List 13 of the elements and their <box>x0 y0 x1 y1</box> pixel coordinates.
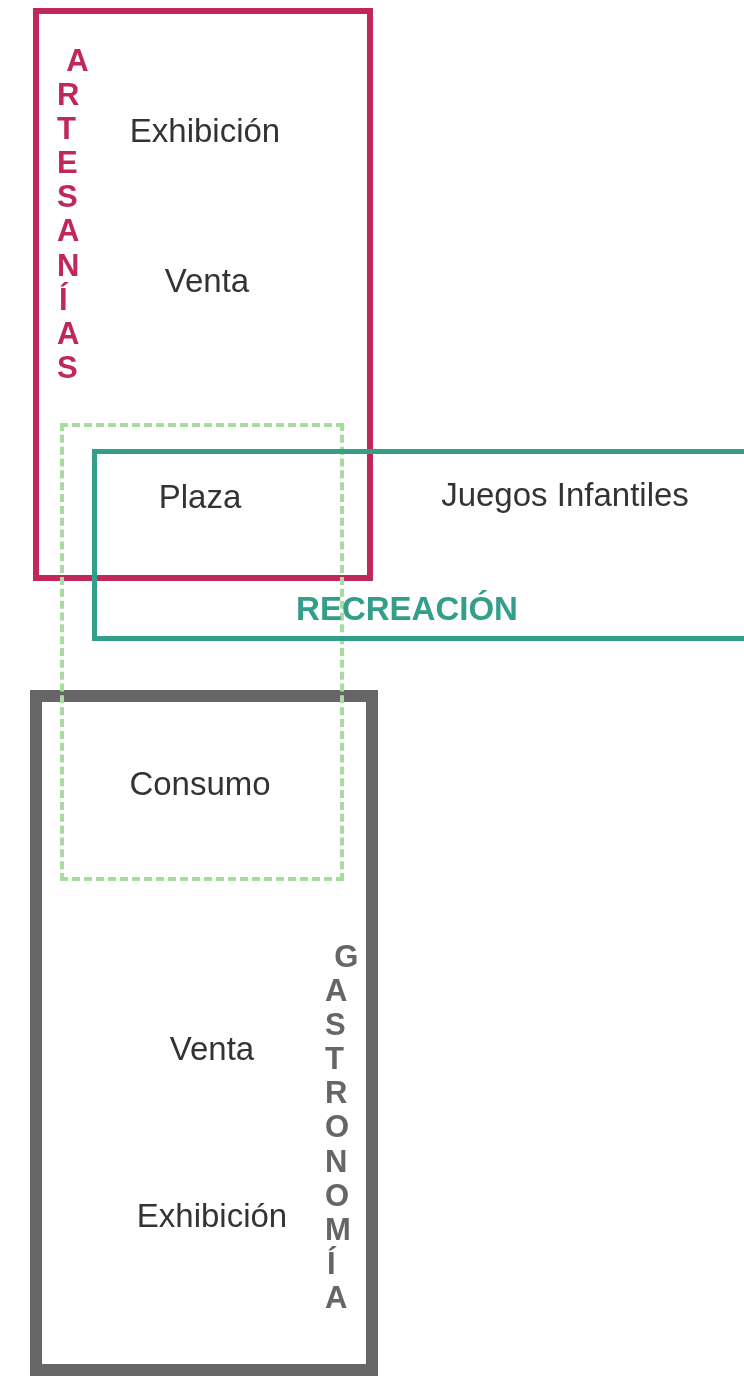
item-label: Exhibición <box>129 114 281 147</box>
category-title: ARTESANÍAS <box>57 44 88 385</box>
category-box <box>30 690 378 1376</box>
category-title: GASTRONOMÍA <box>325 940 356 1316</box>
item-label: Plaza <box>158 479 242 513</box>
category-title: RECREACIÓN <box>296 592 518 625</box>
item-label: Venta <box>164 264 250 297</box>
item-label: Juegos Infantiles <box>441 478 689 511</box>
item-label: Exhibición <box>136 1199 288 1232</box>
category-box <box>33 8 373 581</box>
item-label: Venta <box>169 1032 255 1065</box>
category-box <box>92 449 744 641</box>
item-label: Consumo <box>129 766 271 800</box>
